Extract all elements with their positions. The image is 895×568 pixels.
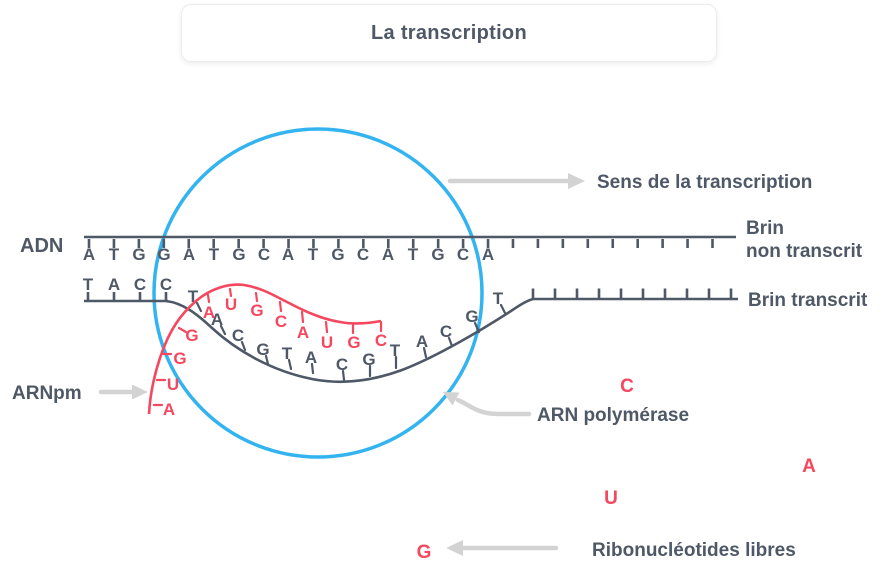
base: G [173,349,186,368]
base: T [493,289,504,308]
base: G [256,340,269,359]
arnpm-arrowhead [132,384,148,400]
base: G [157,245,170,264]
base: G [250,301,263,320]
base: C [258,245,270,264]
polymerase-arrow-shaft [455,397,532,417]
base: G [331,245,344,264]
base: C [160,275,172,294]
free-base: A [802,456,816,477]
base: A [305,348,317,367]
base: C [357,245,369,264]
adn-label: ADN [20,235,63,257]
base: T [390,341,401,360]
base: U [225,295,237,314]
base: A [382,245,394,264]
base: A [163,400,175,419]
non-transcribed-strand: A T G G A T G C A T G C A T G C A [83,235,736,264]
base: A [282,245,294,264]
rna-polymerase-circle [152,127,484,459]
page-title: La transcription [371,21,527,44]
rna-curve [147,283,382,415]
base: C [457,245,469,264]
base: T [308,245,319,264]
free-base: C [620,376,634,397]
template-bubble-curve [165,297,534,384]
base: T [282,344,293,363]
base: A [183,245,195,264]
base: G [232,245,245,264]
brin-transcrit-label: Brin transcrit [748,290,868,311]
base: A [108,275,120,294]
ribonucleotides-arrow-icon [446,540,559,556]
base: G [431,245,444,264]
base: G [185,326,198,345]
sens-arrow-icon [447,173,585,189]
base: G [465,307,478,326]
base: T [408,245,419,264]
base: A [211,310,223,329]
ribonucleotides-arrowhead [446,540,463,556]
free-base: G [417,542,432,563]
base: A [416,332,428,351]
brin-non-transcrit-label-line1: Brin [746,218,784,239]
base: A [83,245,95,264]
base: T [109,245,120,264]
sens-arrowhead [568,173,585,189]
transcribed-strand: T A C C T A C G T A C G T A C G T [83,275,739,384]
base: U [321,333,333,352]
base: G [362,350,375,369]
base: G [132,245,145,264]
sens-transcription-label: Sens de la transcription [597,172,812,193]
base: C [134,275,146,294]
base: A [203,303,215,322]
arnpm-arrow-icon [98,384,148,400]
arn-polymerase-label: ARN polymérase [537,405,689,426]
ribonucleotides-libres-label: Ribonucléotides libres [592,540,796,561]
base: T [83,275,94,294]
base: C [336,355,348,374]
base: G [347,333,360,352]
polymerase-arrowhead [443,392,460,406]
title-box: La transcription [181,4,717,62]
base: T [209,245,220,264]
arnpm-label: ARNpm [12,383,82,404]
free-base: U [604,488,618,509]
base: C [275,312,287,331]
rna-strand: A U G G A U G C A U G C [147,283,387,419]
base: C [440,322,452,341]
polymerase-arrow-icon [443,392,532,417]
rna-base-ticks [152,287,383,407]
base: C [375,331,387,350]
base: U [167,375,179,394]
polymerase-outline [152,127,484,459]
free-ribonucleotides: C A U G [417,376,817,563]
base: T [188,287,199,306]
base: C [232,326,244,345]
base: A [297,323,309,342]
brin-non-transcrit-label-line2: non transcrit [746,241,863,262]
template-base-ticks [195,301,507,382]
base: A [482,245,494,264]
